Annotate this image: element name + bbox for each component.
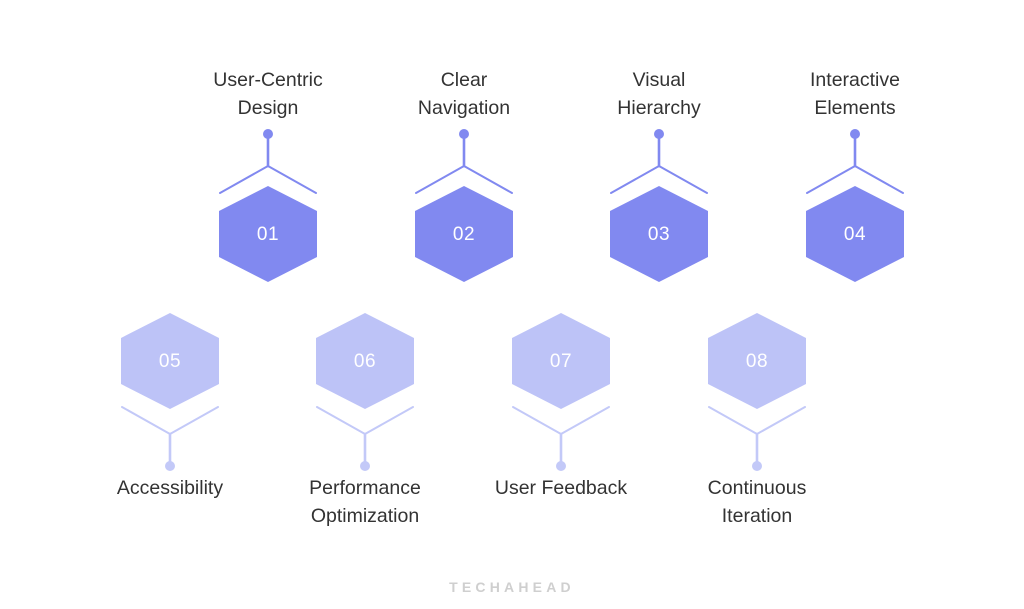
hexagon-05[interactable]: 05 (121, 313, 219, 409)
connector-dot-icon (459, 129, 469, 139)
node-connector-05 (121, 405, 219, 471)
hexagon-06[interactable]: 06 (316, 313, 414, 409)
connector-chevron-icon (708, 406, 806, 435)
node-connector-07 (512, 405, 610, 471)
node-label-line: Visual (632, 69, 686, 91)
node-label-line: Hierarchy (617, 97, 701, 119)
brand-watermark: TECHAHEAD (449, 579, 575, 595)
node-label-05: Accessibility (72, 474, 268, 502)
node-connector-03 (610, 129, 708, 195)
node-label-line: Iteration (721, 505, 793, 527)
node-label-line: Clear (440, 69, 488, 91)
node-label-line: User-Centric (213, 69, 323, 91)
node-connector-08 (708, 405, 806, 471)
connector-chevron-icon (121, 406, 219, 435)
node-label-line: Accessibility (116, 477, 224, 499)
connector-dot-icon (165, 461, 175, 471)
hexagon-07[interactable]: 07 (512, 313, 610, 409)
node-label-line: Design (237, 97, 299, 119)
connector-dot-icon (360, 461, 370, 471)
node-connector-01 (219, 129, 317, 195)
connector-chevron-icon (512, 406, 610, 435)
node-label-line: User Feedback (494, 477, 628, 499)
node-label-line: Navigation (417, 97, 511, 119)
node-connector-06 (316, 405, 414, 471)
node-label-line: Performance (309, 477, 421, 499)
hexagon-number: 08 (745, 350, 769, 372)
node-label-line: Optimization (310, 505, 420, 527)
node-label-07: User Feedback (463, 474, 659, 502)
connector-dot-icon (654, 129, 664, 139)
node-connector-02 (415, 129, 513, 195)
connector-chevron-icon (316, 406, 414, 435)
hexagon-number: 02 (452, 223, 476, 245)
node-label-line: Continuous (707, 477, 807, 499)
hexagon-number: 03 (647, 223, 671, 245)
hexagon-number: 06 (353, 350, 377, 372)
hexagon-number: 01 (256, 223, 280, 245)
hexagon-number: 04 (843, 223, 867, 245)
connector-dot-icon (263, 129, 273, 139)
node-label-line: Elements (814, 97, 896, 119)
connector-dot-icon (556, 461, 566, 471)
hexagon-08[interactable]: 08 (708, 313, 806, 409)
hexagon-number: 05 (158, 350, 182, 372)
node-label-line: Interactive (810, 69, 900, 91)
connector-dot-icon (850, 129, 860, 139)
hexagon-number: 07 (549, 350, 573, 372)
connector-dot-icon (752, 461, 762, 471)
node-connector-04 (806, 129, 904, 195)
